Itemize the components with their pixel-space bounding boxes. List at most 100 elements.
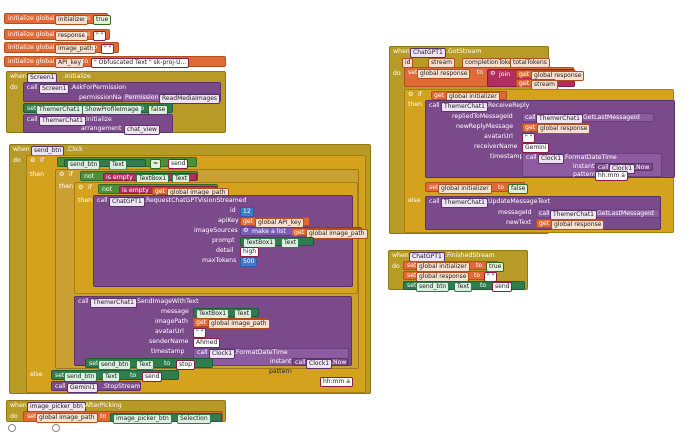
is-empty-block[interactable]: is empty get global image_path <box>119 186 229 198</box>
gear-icon[interactable]: ⚙ <box>59 171 65 178</box>
gear-icon[interactable]: ⚙ <box>408 91 414 98</box>
send-btn-click-event[interactable]: when send_btn .Click do ⚙ if then else s… <box>9 144 371 394</box>
component-dropdown[interactable]: image_picker_btn <box>113 414 172 424</box>
gear-icon[interactable]: ⚙ <box>490 70 496 77</box>
property-dropdown[interactable]: Selection <box>177 414 211 424</box>
component-dropdown[interactable]: send_btn <box>98 360 132 370</box>
global-name[interactable]: image_path <box>55 44 97 54</box>
empty-text-value[interactable]: " " <box>101 44 115 54</box>
variable-dropdown[interactable]: global image_path <box>208 319 270 329</box>
avatar-text-value[interactable]: " " <box>522 133 536 143</box>
set-image-path[interactable]: set global image_path to image_picker_bt… <box>23 411 223 424</box>
inner-if-block[interactable]: ⚙ if then not is empty TextBox1 Text ⚙ i… <box>55 169 368 387</box>
global-name[interactable]: initializer <box>55 15 89 25</box>
operator-dropdown[interactable]: = <box>150 159 162 169</box>
get-global-initializer[interactable]: get global initializer <box>431 91 507 102</box>
empty-text-value[interactable]: " " <box>93 31 107 41</box>
get-textbox-text[interactable]: TextBox1 Text <box>240 237 314 248</box>
send-text-value[interactable]: send <box>142 372 163 382</box>
not-block[interactable]: not is empty get global image_path <box>98 184 229 198</box>
property-dropdown[interactable]: Text <box>281 238 300 248</box>
component-dropdown[interactable]: ThemerChat1 <box>441 102 489 112</box>
clock-now-call[interactable]: call Clock1 .Now <box>292 358 348 369</box>
set-global-initializer-true[interactable]: set global initializer to true <box>403 261 505 272</box>
get-image-path[interactable]: get global image_path <box>291 228 368 239</box>
property-dropdown[interactable]: Text <box>136 360 155 370</box>
is-empty-block[interactable]: is empty TextBox1 Text <box>103 173 197 184</box>
true-value[interactable]: true <box>93 15 112 25</box>
variable-dropdown[interactable]: global image_path <box>306 229 368 239</box>
update-message-text-call[interactable]: call ThemerChat1 .UpdateMessageText mess… <box>425 196 661 230</box>
chatgpt-finished-stream-event[interactable]: when ChatGPT1 .FinishedStream do set glo… <box>388 250 528 292</box>
clock-now-call[interactable]: call Clock1 .Now <box>595 163 653 174</box>
max-tokens-number[interactable]: 500 <box>240 257 258 267</box>
ask-permission-call[interactable]: call Screen1 .AskForPermission permissio… <box>23 82 221 104</box>
component-dropdown[interactable]: ThemerChat1 <box>39 116 87 126</box>
gear-icon[interactable]: ⚙ <box>30 157 36 164</box>
get-textbox-text[interactable]: TextBox1 Text <box>193 308 259 319</box>
themerchat-initialize-call[interactable]: call ThemerChat1 .Initialize arrangement… <box>23 114 173 135</box>
global-name[interactable]: response <box>55 31 89 41</box>
false-value[interactable]: false <box>508 184 529 194</box>
get-api-key[interactable]: get global API_key <box>240 217 310 228</box>
get-last-message-id-call[interactable]: call ThemerChat1 .GetLastMessageId <box>522 113 654 124</box>
set-show-profile-image[interactable]: set ThemerChat1 ShowProfileImage to fals… <box>23 103 173 115</box>
get-global-response[interactable]: get global response <box>516 70 585 81</box>
stop-text-value[interactable]: stop <box>176 360 195 370</box>
component-dropdown[interactable]: ThemerChat1 <box>441 198 489 208</box>
make-list-block[interactable]: ⚙ make a list get global image_path <box>240 227 368 239</box>
error-indicator[interactable] <box>52 424 60 432</box>
permission-block[interactable]: Permission ReadMediaImages <box>122 93 221 104</box>
sender-text-value[interactable]: Ahmed <box>193 338 221 348</box>
component-dropdown[interactable]: send_btn <box>416 282 450 292</box>
receive-reply-call[interactable]: call ThemerChat1 .ReceiveReply repliedTo… <box>425 100 675 181</box>
format-datetime-call[interactable]: call Clock1 .FormatDateTime instant call… <box>193 348 349 369</box>
component-dropdown[interactable]: ThemerChat1 <box>90 298 138 308</box>
compare-block[interactable]: send_btn Text = send <box>57 157 197 170</box>
component-dropdown[interactable]: ChatGPT1 <box>410 48 446 58</box>
get-picker-selection[interactable]: image_picker_btn Selection <box>110 413 222 424</box>
screen1-initialize-event[interactable]: when Screen1 .Initialize do call Screen1… <box>6 71 226 135</box>
component-dropdown[interactable]: Clock1 <box>209 349 236 359</box>
arrangement-dropdown[interactable]: chat_view <box>124 125 160 135</box>
send-text-value[interactable]: send <box>168 159 189 169</box>
obfuscated-text-value[interactable]: " Obfuscated Text " sk-proj-U... <box>91 58 190 68</box>
set-send-btn-send[interactable]: set send_btn Text to send <box>51 370 179 382</box>
get-stream[interactable]: get stream <box>516 79 559 90</box>
variable-dropdown[interactable]: global response <box>551 220 605 230</box>
permission-dropdown[interactable]: ReadMediaImages <box>159 94 221 104</box>
global-api-key-block[interactable]: initialize global API_key to " Obfuscate… <box>4 56 226 68</box>
join-block[interactable]: ⚙ join get global response get stream <box>487 69 585 90</box>
component-dropdown[interactable]: Clock1 <box>538 154 565 164</box>
gear-icon[interactable]: ⚙ <box>243 227 249 234</box>
component-dropdown[interactable]: ChatGPT1 <box>109 197 145 207</box>
global-initializer-block[interactable]: initialize global initializer to true <box>4 13 112 25</box>
warning-indicator[interactable] <box>8 424 16 432</box>
if-else-block[interactable]: ⚙ if then else get global initializer ca… <box>404 89 675 233</box>
pattern-text-value[interactable]: hh:mm a <box>595 171 628 181</box>
component-dropdown[interactable]: Gemini1 <box>67 383 99 393</box>
property-dropdown[interactable]: Text <box>454 282 473 292</box>
set-global-response[interactable]: set global response to ⚙ join get global… <box>404 67 585 90</box>
set-send-btn-send[interactable]: set send_btn Text to send <box>403 281 525 292</box>
variable-dropdown[interactable]: global initializer <box>438 184 492 194</box>
chatgpt-got-stream-event[interactable]: when ChatGPT1 .GotStream id stream compl… <box>389 46 675 234</box>
id-number[interactable]: 12 <box>240 207 254 217</box>
if-else-block[interactable]: ⚙ if then else send_btn Text = send ⚙ if… <box>26 155 368 393</box>
global-name[interactable]: API_key <box>55 58 84 68</box>
get-global-response[interactable]: get global response <box>536 219 605 230</box>
receiver-text-value[interactable]: Gemini <box>522 143 550 153</box>
component-dropdown[interactable]: Clock1 <box>306 359 333 369</box>
get-global-response[interactable]: get global response <box>522 123 591 134</box>
get-last-message-id-call[interactable]: call ThemerChat1 .GetLastMessageId <box>536 209 660 220</box>
variable-dropdown[interactable]: global response <box>537 124 591 134</box>
send-image-with-text-call[interactable]: call ThemerChat1 .SendImageWithText mess… <box>74 296 352 375</box>
variable-dropdown[interactable]: global image_path <box>36 413 98 423</box>
get-send-btn-text[interactable]: send_btn Text <box>64 159 146 170</box>
true-value[interactable]: true <box>486 262 505 272</box>
gemini-stop-stream-call[interactable]: call Gemini1 .StopStream <box>51 381 141 393</box>
set-global-initializer-false[interactable]: set global initializer to false <box>425 182 529 194</box>
gear-icon[interactable]: ⚙ <box>78 184 84 191</box>
avatar-text-value[interactable]: " " <box>193 328 207 338</box>
image-picker-after-picking-event[interactable]: when image_picker_btn .AfterPicking do s… <box>6 400 226 424</box>
